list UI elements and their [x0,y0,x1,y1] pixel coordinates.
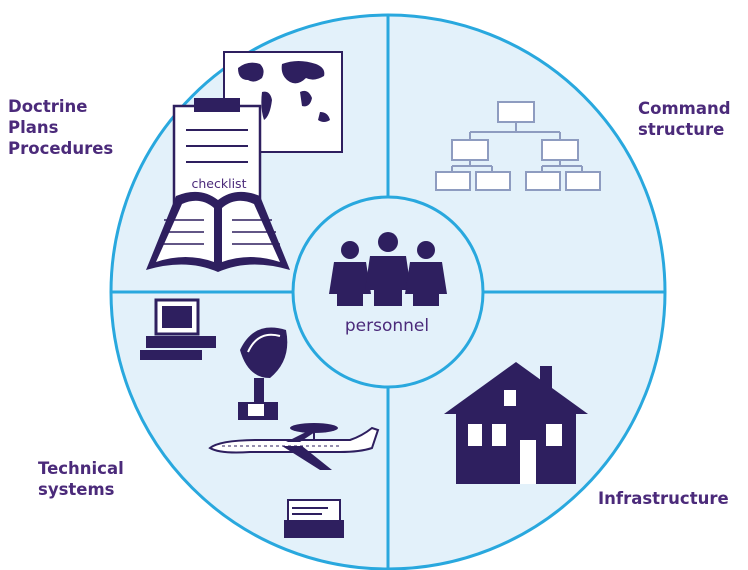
label-line: Infrastructure [598,489,729,508]
label-line: Procedures [8,139,114,158]
label-command-structure: Command structure [638,98,731,140]
label-line: structure [638,120,725,139]
people-icon [329,232,447,306]
radar-dish-icon [238,327,288,420]
clipboard-label: checklist [191,176,247,191]
center-label: personnel [344,316,430,336]
house-icon [444,362,588,484]
label-infrastructure: Infrastructure [598,488,729,509]
phone-fax-icon [284,499,344,538]
awacs-aircraft-icon [208,423,380,470]
label-line: Command [638,99,731,118]
label-line: Technical [38,459,124,478]
computer-icon [140,298,216,360]
label-line: Plans [8,118,59,137]
label-technical-systems: Technical systems [38,458,124,500]
label-line: Doctrine [8,97,88,116]
label-line: systems [38,480,115,499]
org-chart-icon [435,101,601,191]
label-doctrine-plans-procedures: Doctrine Plans Procedures [8,96,113,159]
book-icon [146,98,290,272]
